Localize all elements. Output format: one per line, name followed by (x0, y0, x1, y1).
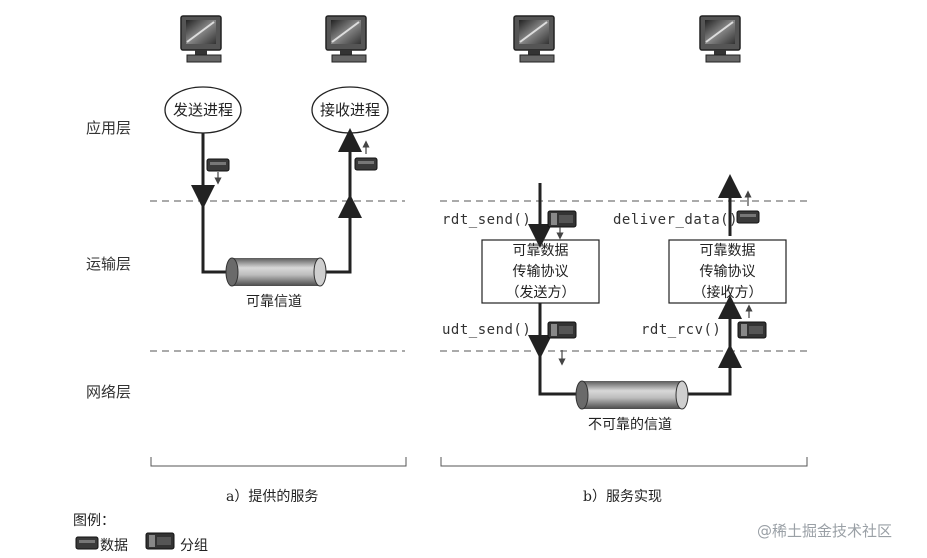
rdt-send-label: rdt_send() (442, 212, 532, 228)
legend-title: 图例： (73, 513, 115, 529)
computer-icon-a-receiver (325, 15, 367, 63)
computer-icon-a-sender (180, 15, 222, 63)
watermark: @稀土掘金技术社区 (757, 522, 893, 540)
data-icon (736, 210, 760, 224)
reliable-channel-label: 可靠信道 (246, 294, 302, 310)
packet-icon (547, 210, 577, 228)
udt-send-label: udt_send() (442, 322, 532, 338)
legend-data-label: 数据 (100, 538, 128, 554)
sender-protocol-text: 可靠数据 传输协议 （发送方） (505, 243, 576, 301)
bracket-a (150, 457, 407, 467)
pipe-icon-unreliable (575, 380, 689, 410)
layer-label-network: 网络层 (86, 383, 132, 401)
data-icon (206, 158, 230, 172)
receiver-protocol-box (668, 239, 787, 304)
unreliable-channel-label: 不可靠的信道 (588, 417, 672, 433)
path-a-right (320, 128, 362, 274)
path-a-left (201, 133, 232, 274)
path-b-left (538, 351, 582, 396)
data-icon (354, 157, 378, 171)
legend-packet-label: 分组 (180, 538, 208, 554)
sender-protocol-box (481, 239, 600, 304)
receiver-process-label: 接收进程 (319, 101, 380, 119)
computer-icon-b-sender (513, 15, 555, 63)
bracket-b (440, 457, 808, 467)
deliver-data-label: deliver_data() (613, 212, 739, 228)
rdt-rcv-label: rdt_rcv() (641, 322, 722, 338)
caption-b: b）服务实现 (583, 489, 662, 505)
legend-packet-icon (145, 532, 175, 550)
packet-icon (737, 321, 767, 339)
layer-label-application: 应用层 (86, 119, 132, 137)
receiver-protocol-text: 可靠数据 传输协议 （接收方） (692, 243, 763, 301)
legend-data-icon (75, 536, 99, 550)
layer-label-transport: 运输层 (86, 255, 132, 273)
path-b-right (682, 344, 742, 396)
pipe-icon-reliable (225, 257, 327, 287)
sender-process-label: 发送进程 (172, 101, 233, 119)
caption-a: a）提供的服务 (226, 489, 319, 505)
computer-icon-b-receiver (699, 15, 741, 63)
packet-icon (547, 321, 577, 339)
